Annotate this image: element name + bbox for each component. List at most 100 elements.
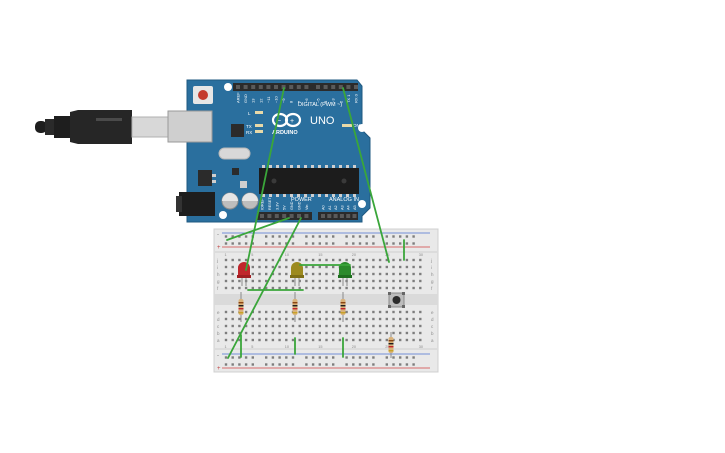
breadboard-hole[interactable]	[358, 279, 362, 283]
breadboard-hole[interactable]	[392, 272, 395, 276]
breadboard-hole[interactable]	[399, 363, 402, 366]
breadboard-hole[interactable]	[385, 265, 388, 269]
breadboard-hole[interactable]	[405, 235, 409, 238]
breadboard-hole[interactable]	[318, 286, 321, 290]
breadboard-hole[interactable]	[365, 331, 368, 335]
breadboard-hole[interactable]	[311, 356, 315, 359]
breadboard-hole[interactable]	[325, 338, 328, 342]
resistor[interactable]	[340, 292, 346, 322]
breadboard-hole[interactable]	[385, 356, 388, 359]
breadboard-hole[interactable]	[325, 324, 328, 328]
breadboard-hole[interactable]	[405, 338, 409, 342]
analog-pin-hole[interactable]	[346, 214, 351, 218]
breadboard-hole[interactable]	[332, 338, 335, 342]
breadboard-hole[interactable]	[378, 265, 382, 269]
breadboard-hole[interactable]	[365, 242, 368, 245]
power-pin-hole[interactable]	[289, 214, 294, 218]
breadboard-hole[interactable]	[352, 265, 355, 269]
breadboard-hole[interactable]	[231, 272, 234, 276]
breadboard-hole[interactable]	[392, 242, 395, 245]
breadboard-hole[interactable]	[265, 363, 268, 366]
digital-pin-hole[interactable]	[243, 85, 248, 89]
breadboard-hole[interactable]	[251, 279, 254, 283]
breadboard-hole[interactable]	[265, 279, 268, 283]
breadboard-hole[interactable]	[231, 324, 234, 328]
breadboard-hole[interactable]	[318, 242, 321, 245]
breadboard-hole[interactable]	[291, 331, 295, 335]
breadboard-hole[interactable]	[285, 272, 288, 276]
breadboard-hole[interactable]	[244, 331, 248, 335]
breadboard-hole[interactable]	[224, 242, 228, 245]
power-pin-hole[interactable]	[267, 214, 272, 218]
breadboard-hole[interactable]	[224, 272, 228, 276]
breadboard-hole[interactable]	[231, 258, 234, 262]
breadboard-hole[interactable]	[231, 279, 234, 283]
breadboard-hole[interactable]	[265, 242, 268, 245]
breadboard-hole[interactable]	[365, 258, 368, 262]
breadboard-hole[interactable]	[399, 324, 402, 328]
breadboard-hole[interactable]	[244, 258, 248, 262]
analog-pin-hole[interactable]	[333, 214, 338, 218]
breadboard-hole[interactable]	[258, 272, 261, 276]
breadboard-hole[interactable]	[285, 324, 288, 328]
breadboard-hole[interactable]	[399, 265, 402, 269]
breadboard-hole[interactable]	[352, 258, 355, 262]
breadboard-hole[interactable]	[224, 317, 228, 321]
breadboard-hole[interactable]	[358, 324, 362, 328]
breadboard-hole[interactable]	[271, 242, 275, 245]
breadboard-hole[interactable]	[224, 324, 228, 328]
breadboard-hole[interactable]	[305, 279, 308, 283]
breadboard-hole[interactable]	[405, 258, 409, 262]
breadboard-hole[interactable]	[358, 331, 362, 335]
breadboard-hole[interactable]	[358, 363, 362, 366]
breadboard-hole[interactable]	[378, 286, 382, 290]
breadboard-hole[interactable]	[345, 338, 348, 342]
breadboard-hole[interactable]	[365, 338, 368, 342]
breadboard-hole[interactable]	[352, 324, 355, 328]
breadboard-hole[interactable]	[399, 286, 402, 290]
breadboard-hole[interactable]	[372, 363, 375, 366]
breadboard-hole[interactable]	[231, 242, 234, 245]
breadboard-hole[interactable]	[271, 356, 275, 359]
breadboard-hole[interactable]	[338, 258, 342, 262]
breadboard-hole[interactable]	[305, 356, 308, 359]
breadboard-hole[interactable]	[365, 324, 368, 328]
breadboard-hole[interactable]	[251, 265, 254, 269]
digital-pin-hole[interactable]	[346, 85, 351, 89]
breadboard-hole[interactable]	[385, 363, 388, 366]
breadboard-hole[interactable]	[372, 331, 375, 335]
breadboard-hole[interactable]	[244, 310, 248, 314]
breadboard-hole[interactable]	[305, 363, 308, 366]
breadboard-hole[interactable]	[338, 279, 342, 283]
breadboard-hole[interactable]	[318, 324, 321, 328]
breadboard-hole[interactable]	[392, 235, 395, 238]
breadboard-hole[interactable]	[238, 338, 241, 342]
breadboard-hole[interactable]	[419, 331, 422, 335]
breadboard-hole[interactable]	[305, 310, 308, 314]
breadboard-hole[interactable]	[332, 363, 335, 366]
breadboard-hole[interactable]	[285, 338, 288, 342]
breadboard-hole[interactable]	[332, 242, 335, 245]
breadboard-hole[interactable]	[345, 242, 348, 245]
breadboard-hole[interactable]	[412, 338, 415, 342]
breadboard-hole[interactable]	[318, 331, 321, 335]
breadboard-hole[interactable]	[358, 235, 362, 238]
breadboard-hole[interactable]	[238, 286, 241, 290]
breadboard-hole[interactable]	[291, 286, 295, 290]
breadboard-hole[interactable]	[305, 242, 308, 245]
digital-pin-hole[interactable]	[316, 85, 320, 89]
breadboard-hole[interactable]	[399, 279, 402, 283]
breadboard-hole[interactable]	[332, 324, 335, 328]
breadboard-hole[interactable]	[278, 310, 281, 314]
breadboard-hole[interactable]	[372, 310, 375, 314]
breadboard-hole[interactable]	[345, 356, 348, 359]
breadboard-hole[interactable]	[271, 279, 275, 283]
breadboard-hole[interactable]	[405, 272, 409, 276]
breadboard-hole[interactable]	[352, 356, 355, 359]
breadboard-hole[interactable]	[278, 317, 281, 321]
power-pin-hole[interactable]	[260, 214, 264, 218]
breadboard-hole[interactable]	[405, 242, 409, 245]
breadboard-hole[interactable]	[378, 272, 382, 276]
breadboard-hole[interactable]	[412, 363, 415, 366]
breadboard-hole[interactable]	[244, 363, 248, 366]
